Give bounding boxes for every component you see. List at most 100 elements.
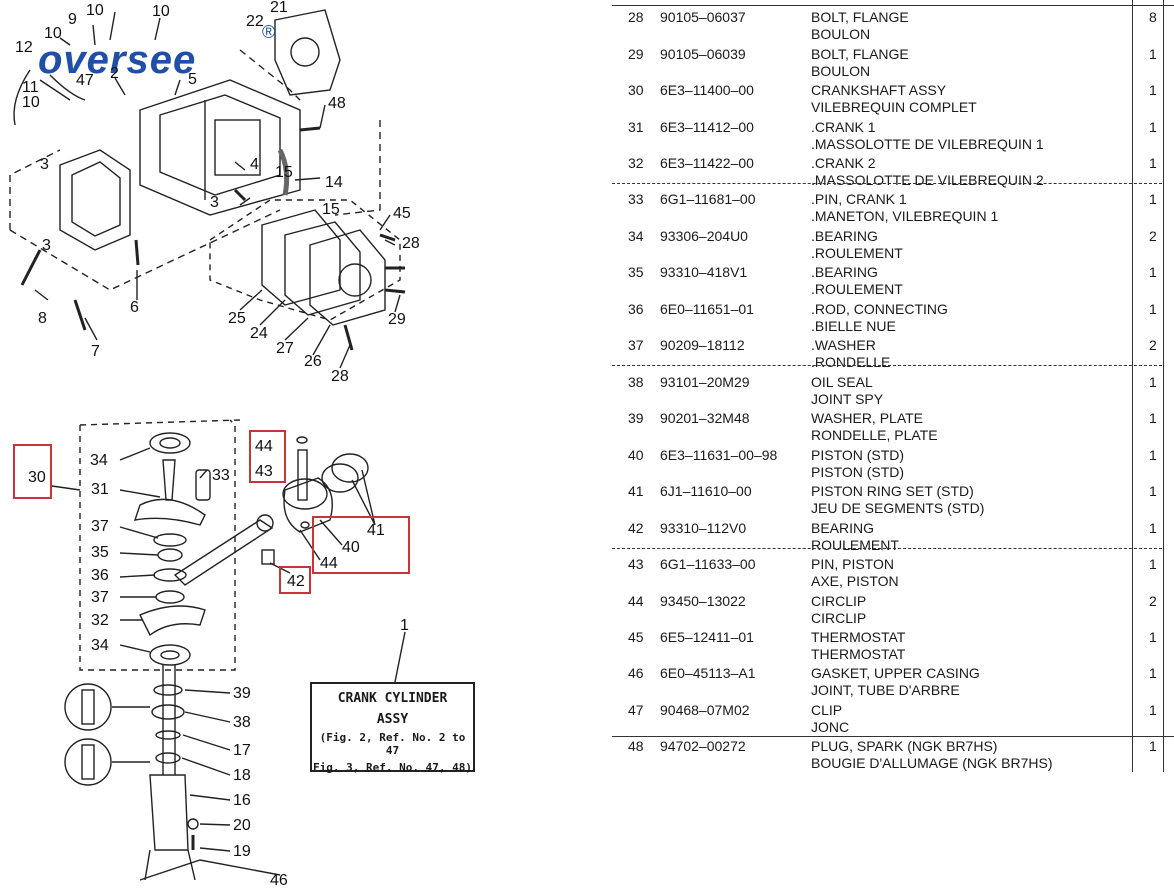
part-ref-number: 33	[628, 191, 644, 207]
crank-label-subtitle: ASSY	[376, 712, 409, 727]
part-description: BOLT, FLANGE	[811, 46, 909, 62]
callout: 33	[212, 467, 230, 484]
callout: 3	[40, 156, 49, 173]
callout: 8	[38, 310, 47, 327]
part-description: PISTON RING SET (STD)	[811, 483, 974, 499]
part-number: 93306–204U0	[660, 228, 748, 244]
callout: 7	[91, 343, 100, 360]
part-ref-number: 38	[628, 374, 644, 390]
part-description-fr: .MANETON, VILEBREQUIN 1	[811, 208, 999, 224]
part-description: PLUG, SPARK (NGK BR7HS)	[811, 738, 998, 754]
part-ref-number: 43	[628, 556, 644, 572]
part-ref-number: 30	[628, 82, 644, 98]
part-ref-number: 31	[628, 119, 644, 135]
part-ref-number: 32	[628, 155, 644, 171]
callout: 38	[233, 714, 251, 731]
callout: 10	[86, 2, 104, 19]
callout: 6	[130, 299, 139, 316]
part-description: CLIP	[811, 702, 843, 718]
part-quantity: 1	[1149, 82, 1157, 98]
callout: 22	[246, 13, 264, 30]
part-description: .CRANK 2	[811, 155, 876, 171]
callout: 1	[400, 617, 409, 634]
part-quantity: 1	[1149, 447, 1157, 463]
column-divider	[1163, 0, 1164, 772]
part-description-fr: JOINT SPY	[811, 391, 884, 407]
callout: 28	[402, 235, 420, 252]
part-description-fr: CIRCLIP	[811, 610, 867, 626]
part-quantity: 1	[1149, 264, 1157, 280]
part-number: 6G1–11633–00	[660, 556, 756, 572]
part-quantity: 2	[1149, 228, 1157, 244]
part-number: 94702–00272	[660, 738, 746, 754]
part-number: 90468–07M02	[660, 702, 750, 718]
callout: 37	[91, 589, 109, 606]
callout: 10	[152, 3, 170, 20]
part-number: 93310–418V1	[660, 264, 748, 280]
callout: 10	[22, 94, 40, 111]
part-description: CRANKSHAFT ASSY	[811, 82, 947, 98]
callout: 45	[393, 205, 411, 222]
part-description-fr: BOULON	[811, 63, 871, 79]
part-description-fr: BOULON	[811, 26, 871, 42]
part-description: BOLT, FLANGE	[811, 9, 909, 25]
callout: 39	[233, 685, 251, 702]
group-separator	[612, 365, 1162, 366]
part-description: PIN, PISTON	[811, 556, 894, 572]
part-quantity: 2	[1149, 337, 1157, 353]
part-description: CIRCLIP	[811, 593, 867, 609]
part-quantity: 1	[1149, 410, 1157, 426]
part-description-fr: .RONDELLE	[811, 354, 891, 370]
part-description-fr: .MASSOLOTTE DE VILEBREQUIN 2	[811, 172, 1044, 188]
part-quantity: 1	[1149, 374, 1157, 390]
part-ref-number: 45	[628, 629, 644, 645]
callout: 25	[228, 310, 246, 327]
callout: 20	[233, 817, 251, 834]
callout: 32	[91, 612, 109, 629]
part-ref-number: 36	[628, 301, 644, 317]
callout: 47	[76, 72, 94, 89]
part-description-fr: PISTON (STD)	[811, 464, 905, 480]
part-description: .BEARING	[811, 264, 878, 280]
callout: 42	[287, 573, 305, 590]
part-description-fr: JEU DE SEGMENTS (STD)	[811, 500, 985, 516]
part-description-fr: JOINT, TUBE D'ARBRE	[811, 682, 960, 698]
part-quantity: 1	[1149, 155, 1157, 171]
part-description-fr: .ROULEMENT	[811, 245, 903, 261]
callout: 2	[110, 65, 119, 82]
part-number: 6E5–12411–01	[660, 629, 754, 645]
callout: 31	[91, 481, 109, 498]
part-description-fr: AXE, PISTON	[811, 573, 899, 589]
part-number: 6E0–11651–01	[660, 301, 754, 317]
part-quantity: 1	[1149, 738, 1157, 754]
part-ref-number: 40	[628, 447, 644, 463]
part-description: BEARING	[811, 520, 875, 536]
callout: 29	[388, 311, 406, 328]
highlight-box-30: 30	[13, 444, 52, 499]
part-quantity: 8	[1149, 9, 1157, 25]
crank-label-ref1: (Fig. 2, Ref. No. 2 to 47	[319, 731, 466, 757]
part-description: .WASHER	[811, 337, 876, 353]
brand-logo-text: oversee	[38, 38, 197, 82]
callout: 26	[304, 353, 322, 370]
part-ref-number: 37	[628, 337, 644, 353]
callout: 36	[91, 567, 109, 584]
part-quantity: 1	[1149, 665, 1157, 681]
part-quantity: 1	[1149, 119, 1157, 135]
callout: 15	[322, 201, 340, 218]
part-number: 93310–112V0	[660, 520, 747, 536]
part-description-fr: .MASSOLOTTE DE VILEBREQUIN 1	[811, 136, 1044, 152]
part-description: OIL SEAL	[811, 374, 873, 390]
callout: 17	[233, 742, 251, 759]
